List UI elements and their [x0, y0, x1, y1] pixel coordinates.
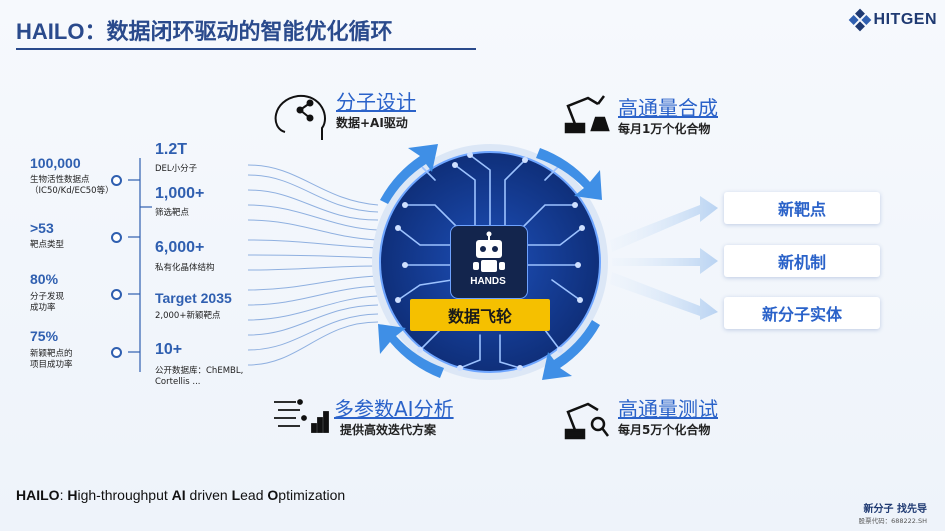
- hands-label: HANDS: [470, 276, 506, 287]
- stat-value: 1.2T: [155, 141, 188, 158]
- company-logo: HITGEN: [848, 8, 937, 32]
- stat-label: 生物活性数据点: [30, 175, 90, 185]
- stat-value: >53: [30, 220, 54, 236]
- stat-label: 筛选靶点: [155, 208, 190, 218]
- stat-value: 1,000+: [155, 185, 205, 202]
- stat-label: DEL小分子: [155, 164, 198, 174]
- data-analytics-icon: [274, 399, 329, 433]
- footer-word: igh-throughput: [77, 487, 172, 503]
- footer-word: ptimization: [278, 487, 346, 503]
- step-subtitle-testing: 每月5万个化合物: [618, 423, 711, 437]
- footer-word: ead: [240, 487, 268, 503]
- stat-label: （IC50/Kd/EC50等）: [30, 186, 114, 196]
- output-new-mechanism: 新机制: [724, 245, 880, 277]
- data-flow-lines: [247, 164, 379, 366]
- step-subtitle-analysis: 提供高效迭代方案: [340, 423, 437, 437]
- step-title-analysis: 多参数AI分析: [334, 397, 454, 421]
- stock-code: 股票代码：688222.SH: [858, 517, 927, 525]
- bullet-dot: [111, 289, 122, 300]
- robot-arm-icon: [564, 95, 610, 134]
- output-new-molecular-entity: 新分子实体: [724, 297, 880, 329]
- stat-value: 6,000+: [155, 239, 205, 256]
- hitgen-logo-icon: [848, 8, 871, 32]
- stat-value: Target 2035: [155, 290, 232, 306]
- footer-initial: H: [67, 487, 78, 503]
- footer-word: driven: [185, 487, 232, 503]
- head-network-icon: [274, 94, 326, 140]
- footer-definition: HAILO: High-throughput AI driven Lead Op…: [16, 487, 345, 503]
- step-subtitle-synthesis: 每月1万个化合物: [618, 122, 711, 136]
- stat-value: 75%: [30, 328, 59, 344]
- stat-label: 私有化晶体结构: [155, 263, 215, 273]
- output-new-target: 新靶点: [724, 192, 880, 224]
- left-bracket: [128, 158, 152, 372]
- footer-initial: O: [267, 487, 279, 503]
- stat-value: 80%: [30, 271, 59, 287]
- step-subtitle-design: 数据+AI驱动: [336, 116, 408, 130]
- stat-label: 分子发现: [30, 292, 65, 302]
- stat-value: 100,000: [30, 155, 81, 171]
- corner-tagline: 新分子 找先导: [863, 504, 927, 515]
- bullet-dot: [111, 347, 122, 358]
- stat-label: 靶点类型: [30, 240, 65, 250]
- robot-lab-icon: [564, 402, 609, 440]
- logo-text: HITGEN: [873, 11, 937, 28]
- stat-label: Cortellis ...: [155, 377, 201, 387]
- step-title-synthesis: 高通量合成: [618, 96, 718, 120]
- data-flywheel-label: 数据飞轮: [410, 299, 550, 331]
- stat-label: 公开数据库：ChEMBL,: [155, 366, 244, 376]
- footer-initial: AI: [171, 487, 186, 503]
- output-arrows: [610, 196, 718, 320]
- stat-label: 新颖靶点的: [30, 349, 73, 359]
- hands-badge: [450, 225, 528, 299]
- stat-label: 2,000+新颖靶点: [155, 311, 221, 321]
- footer-prefix: HAILO: [16, 487, 60, 503]
- bullet-dot: [111, 175, 122, 186]
- page-title: HAILO：数据闭环驱动的智能优化循环: [16, 19, 393, 44]
- title-underline: [16, 48, 476, 50]
- stat-label: 成功率: [30, 303, 56, 313]
- bullet-dot: [111, 232, 122, 243]
- robot-icon: [473, 231, 505, 272]
- footer-initial: L: [231, 487, 241, 503]
- stat-label: 项目成功率: [30, 360, 73, 370]
- step-title-testing: 高通量测试: [618, 397, 718, 421]
- cycle-arrows: [378, 144, 602, 380]
- footer-colon: :: [59, 487, 68, 503]
- stat-value: 10+: [155, 341, 183, 358]
- step-title-design: 分子设计: [336, 90, 416, 114]
